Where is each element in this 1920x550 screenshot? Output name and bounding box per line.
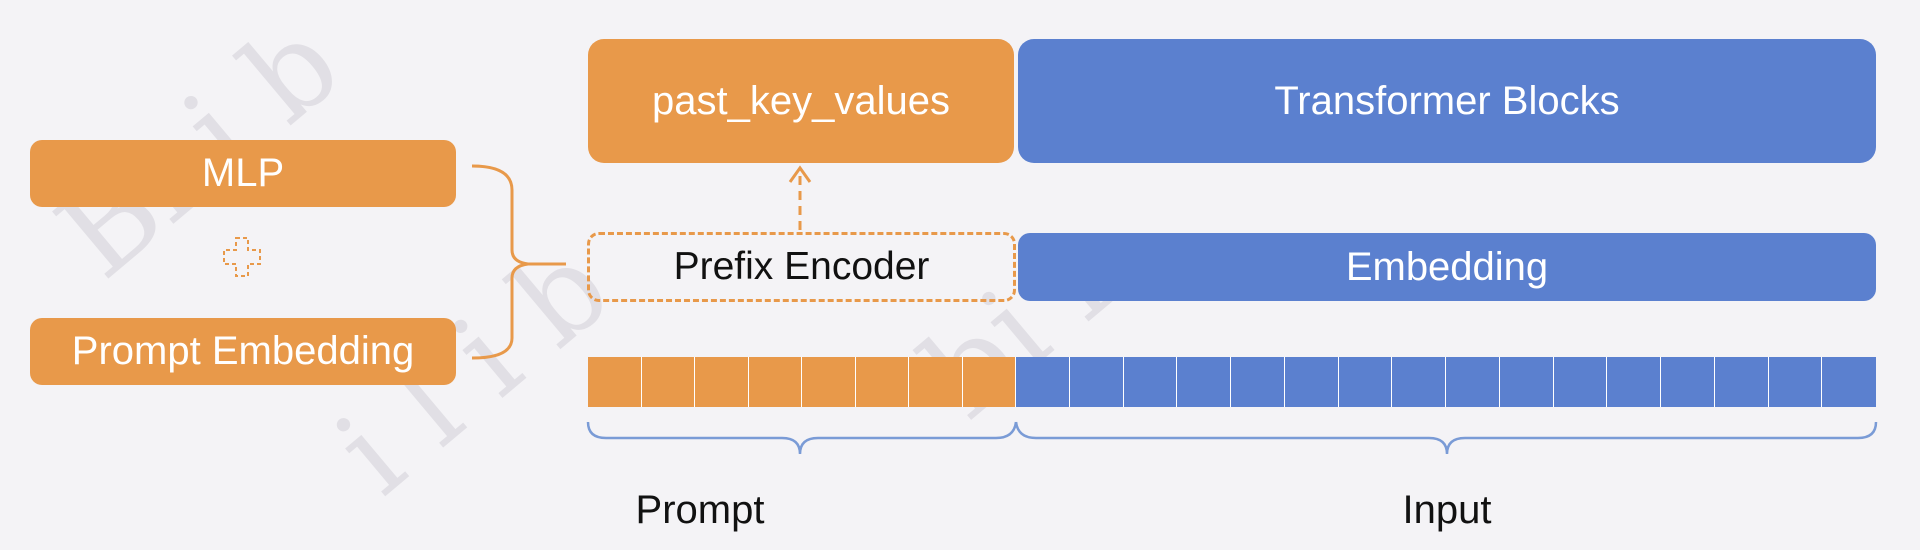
input-caption: Input [1402, 488, 1492, 532]
prompt-token-cell [962, 357, 1016, 407]
input-token-cell [1553, 357, 1608, 407]
prompt-token-cell [695, 357, 749, 407]
prompt-embedding-label: Prompt Embedding [71, 329, 415, 373]
input-token-cell [1177, 357, 1231, 407]
mlp-node: MLP [30, 140, 456, 207]
input-token-cell [1016, 357, 1070, 407]
prompt-token-cell [855, 357, 909, 407]
arrow-head-icon [788, 165, 812, 183]
transformer-blocks-node: Transformer Blocks [1018, 39, 1876, 163]
input-token-cell [1822, 357, 1876, 407]
mlp-label: MLP [201, 151, 285, 195]
input-token-cell [1231, 357, 1285, 407]
token-sequence [588, 357, 1876, 407]
prefix-encoder-label: Prefix Encoder [673, 245, 930, 288]
prompt-token-cell [588, 357, 642, 407]
input-token-cell [1338, 357, 1393, 407]
embedding-label: Embedding [1345, 244, 1549, 289]
input-token-cell [1446, 357, 1500, 407]
input-token-cell [1392, 357, 1446, 407]
input-token-cell [1607, 357, 1661, 407]
plus-icon [223, 237, 261, 277]
embedding-node: Embedding [1018, 233, 1876, 301]
input-token-cell [1661, 357, 1715, 407]
prompt-brace [586, 421, 1018, 455]
input-token-cell [1069, 357, 1124, 407]
prefix-encoder-node: Prefix Encoder [587, 232, 1016, 302]
input-token-cell [1284, 357, 1339, 407]
input-token-cell [1123, 357, 1178, 407]
past-key-values-node: past_key_values [588, 39, 1014, 163]
input-token-cell [1499, 357, 1554, 407]
input-token-cell [1768, 357, 1823, 407]
prompt-token-cell [909, 357, 963, 407]
input-token-cell [1714, 357, 1769, 407]
input-brace [1014, 421, 1878, 455]
past-key-values-label: past_key_values [652, 78, 950, 123]
prompt-token-cell [641, 357, 695, 407]
prompt-token-cell [802, 357, 856, 407]
prompt-embedding-node: Prompt Embedding [30, 318, 456, 385]
combine-brace [471, 164, 566, 360]
prompt-token-cell [748, 357, 802, 407]
transformer-blocks-label: Transformer Blocks [1274, 78, 1620, 123]
prompt-caption: Prompt [635, 488, 765, 532]
